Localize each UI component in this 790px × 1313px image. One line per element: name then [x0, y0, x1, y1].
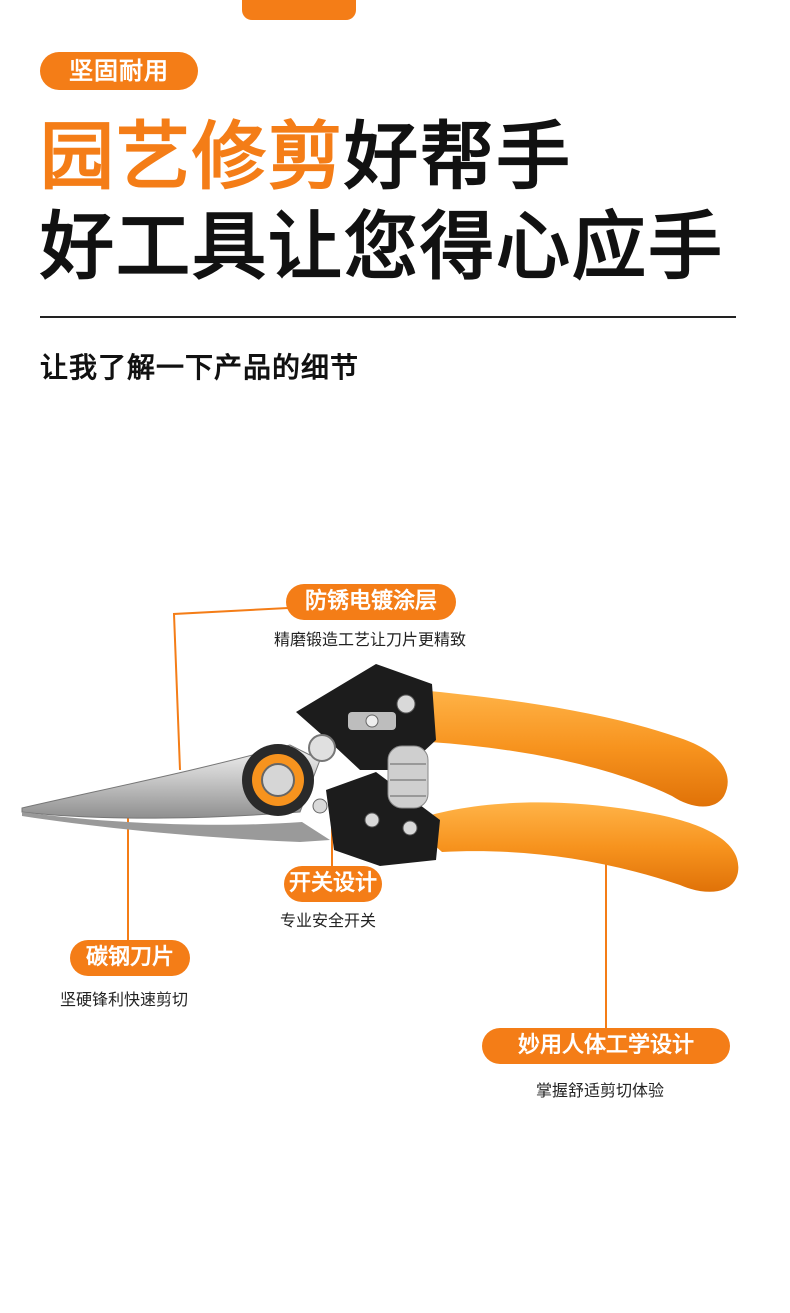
headline-line-1: 园艺修剪好帮手 — [40, 112, 572, 202]
durability-badge: 坚固耐用 — [40, 52, 198, 90]
feature-label-ergonomic: 妙用人体工学设计 — [482, 1028, 730, 1064]
upper-handle — [420, 690, 728, 807]
feature-desc-blade: 坚硬锋利快速剪切 — [60, 990, 189, 1009]
pivot-bolt — [261, 763, 295, 797]
feature-desc-switch: 专业安全开关 — [280, 911, 377, 930]
leader-lines — [127, 607, 607, 1030]
switch-knob — [308, 734, 336, 762]
spring — [387, 745, 429, 809]
headline-line-2: 好工具让您得心应手 — [40, 204, 724, 290]
feature-desc-ergonomic: 掌握舒适剪切体验 — [536, 1081, 665, 1100]
top-decor-tab — [242, 0, 356, 20]
lower-handle — [408, 802, 739, 892]
headline-rest: 好帮手 — [344, 114, 572, 200]
feature-label-coating: 防锈电镀涂层 — [286, 584, 456, 620]
feature-label-blade: 碳钢刀片 — [70, 940, 190, 976]
divider — [40, 316, 736, 318]
feature-label-switch: 开关设计 — [284, 866, 382, 902]
lower-blade — [22, 812, 330, 842]
leader-coating — [172, 607, 289, 771]
section-subtitle: 让我了解一下产品的细节 — [40, 351, 360, 384]
headline-highlight: 园艺修剪 — [40, 114, 344, 200]
shears-lower-body — [326, 772, 440, 866]
feature-desc-coating: 精磨锻造工艺让刀片更精致 — [274, 630, 467, 649]
